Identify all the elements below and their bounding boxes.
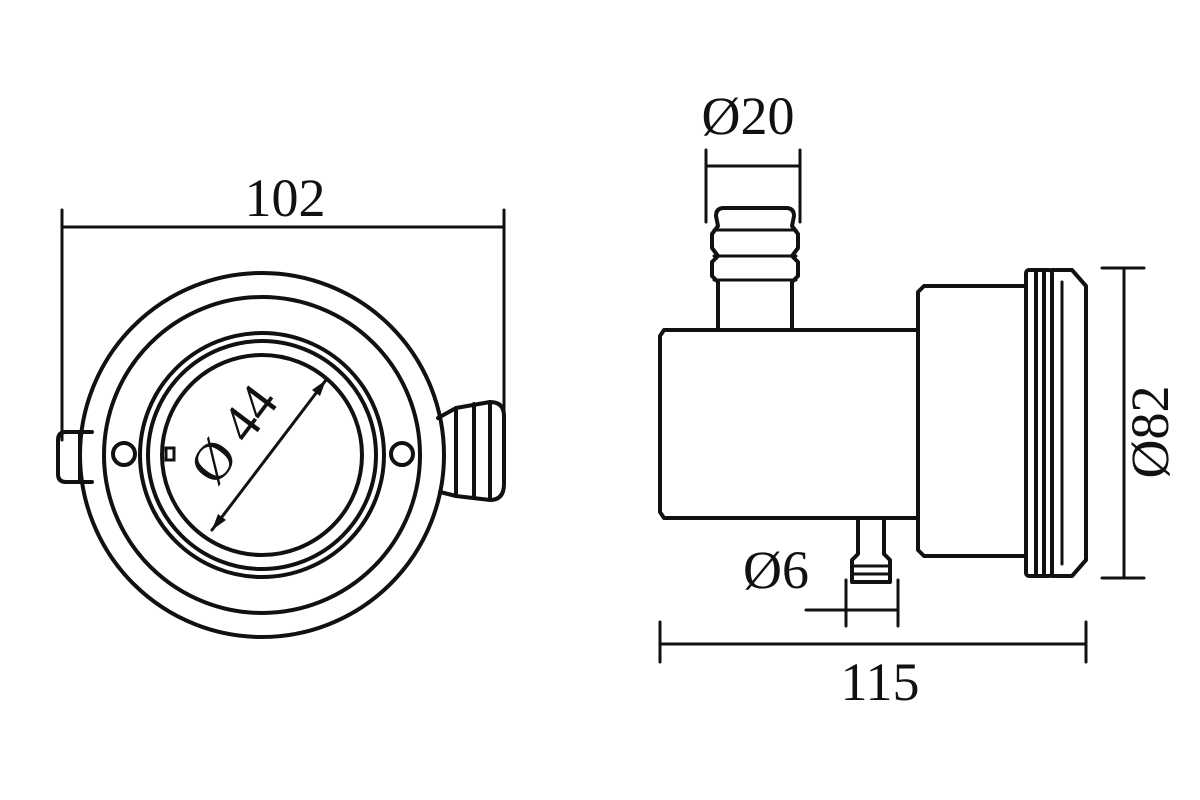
screw-hole-right (389, 441, 415, 467)
outer-ring (78, 271, 446, 639)
flange-diameter-label: Ø82 (1120, 386, 1180, 479)
length-dimension: 115 (658, 620, 1088, 712)
main-body (658, 328, 920, 520)
front-view: 102 Ø 44 (56, 168, 506, 639)
width-label: 102 (245, 168, 326, 228)
bottom-outlet (850, 516, 892, 584)
flange-diameter-dimension: Ø82 (1100, 266, 1180, 580)
top-hose-barb (710, 206, 800, 330)
flange-ring (1024, 268, 1088, 578)
flange-housing (916, 284, 1028, 558)
width-dimension: 102 (60, 168, 506, 442)
top-inlet-label: Ø20 (702, 86, 795, 146)
side-view: Ø20 Ø6 (658, 86, 1180, 712)
inner-diameter-label: Ø 44 (178, 374, 290, 495)
seal-ring-inner (146, 339, 378, 571)
alignment-notch (164, 446, 176, 462)
screw-hole-left (111, 441, 137, 467)
length-label: 115 (841, 652, 920, 712)
bottom-outlet-label: Ø6 (743, 540, 809, 600)
seal-ring-outer (138, 331, 386, 579)
bottom-outlet-dimension: Ø6 (743, 540, 900, 628)
right-hose-barb (436, 400, 506, 502)
inner-diameter-dimension: Ø 44 (178, 374, 328, 532)
bore-circle (160, 353, 364, 557)
flange-ring (102, 295, 422, 615)
top-inlet-dimension: Ø20 (702, 86, 802, 224)
